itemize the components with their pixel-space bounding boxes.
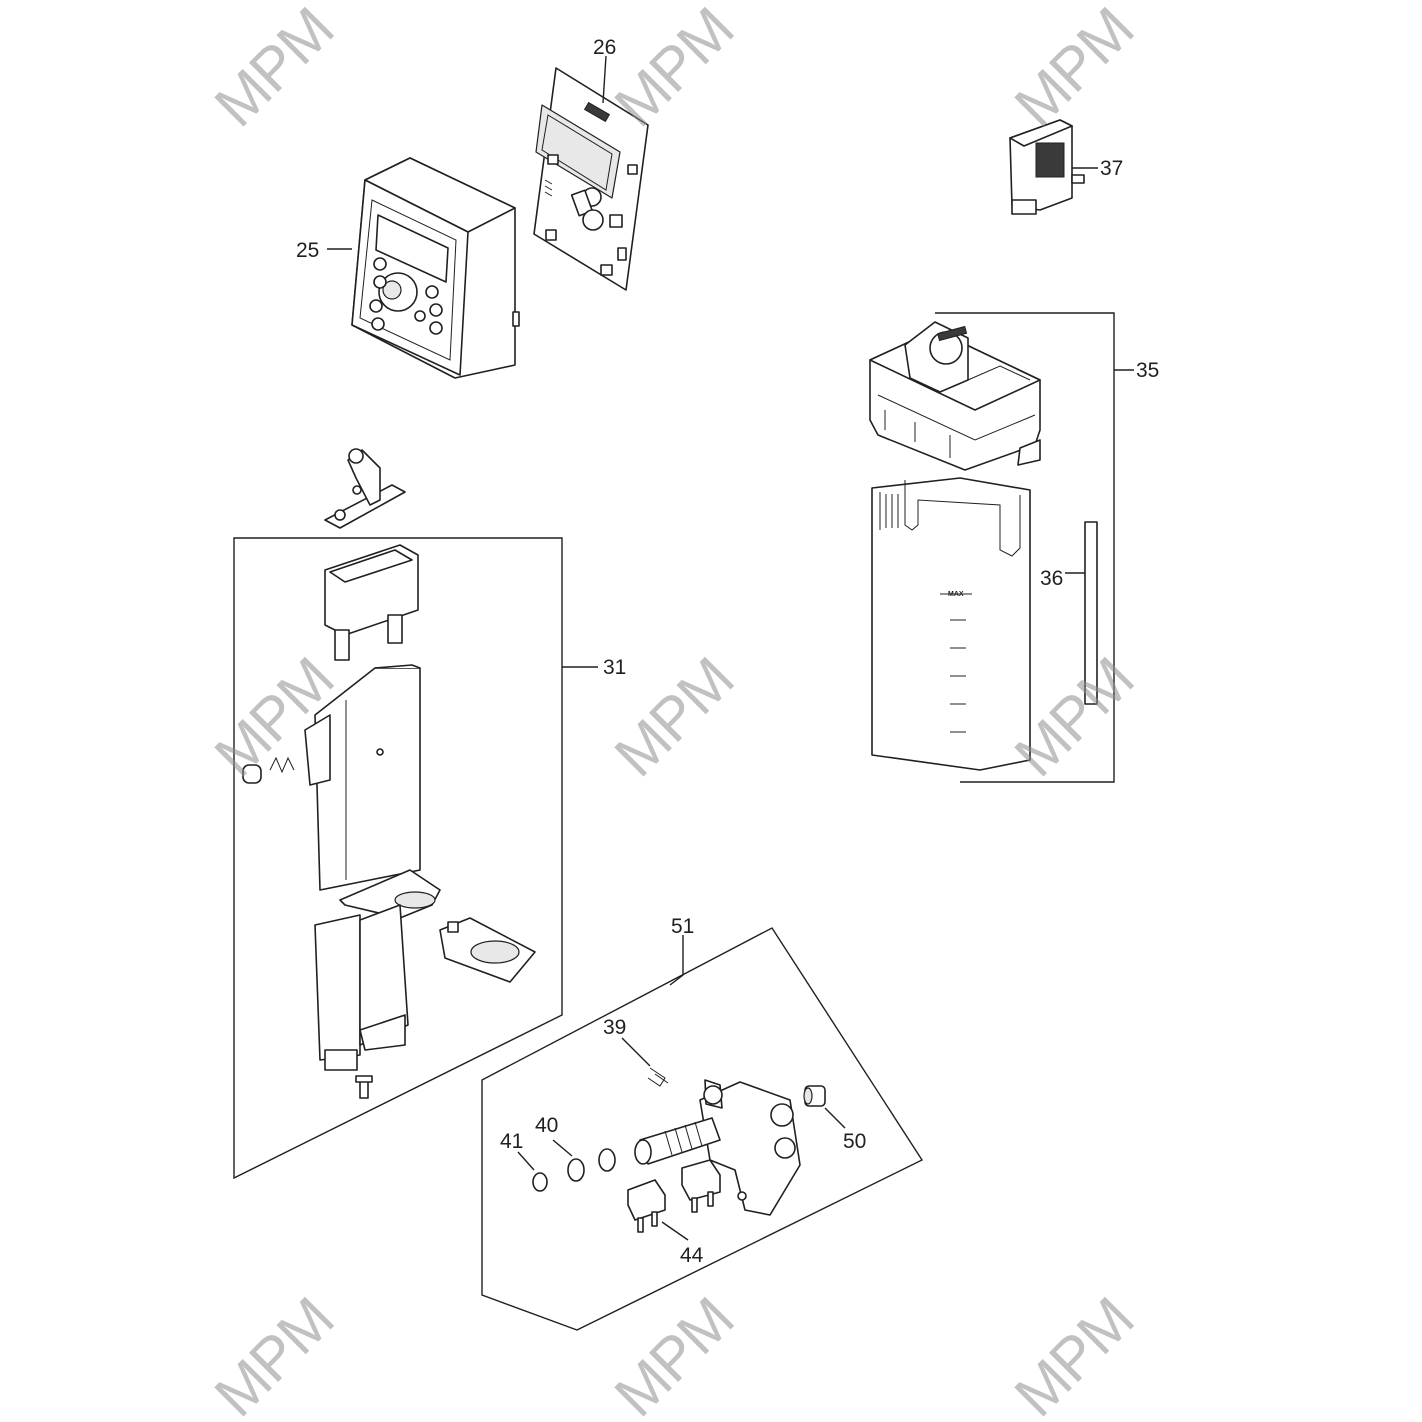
part-26-circuit-board[interactable] (533, 55, 649, 291)
watermark: MPM (602, 1285, 746, 1422)
label-26: 26 (593, 36, 616, 59)
part-44-microswitches[interactable] (627, 1159, 721, 1241)
label-44: 44 (680, 1244, 704, 1267)
label-25: 25 (296, 239, 319, 262)
label-35: 35 (1136, 359, 1159, 382)
label-51: 51 (671, 915, 694, 938)
watermark: MPM (1002, 1285, 1146, 1422)
label-40: 40 (535, 1114, 558, 1137)
label-39: 39 (603, 1016, 626, 1039)
watermark: MPM (1002, 0, 1146, 139)
label-37: 37 (1100, 157, 1123, 180)
max-marking: MAX (948, 591, 964, 598)
part-39-clip[interactable] (621, 1037, 669, 1087)
part-40-o-rings[interactable] (552, 1139, 616, 1182)
part-35-tank-assembly[interactable]: MAX (869, 312, 1134, 783)
watermark: MPM (202, 1285, 346, 1422)
label-50: 50 (843, 1130, 866, 1153)
watermark: MPM (202, 0, 346, 139)
label-36: 36 (1040, 567, 1063, 590)
label-31: 31 (603, 656, 626, 679)
part-36-tube[interactable] (1065, 521, 1098, 705)
part-41-o-ring[interactable] (517, 1151, 548, 1192)
part-50-fitting[interactable] (803, 1085, 846, 1129)
part-37-cover[interactable] (1009, 119, 1098, 215)
part-25-control-panel[interactable] (327, 157, 520, 379)
part-51-valve-assembly[interactable] (481, 927, 924, 1331)
label-41: 41 (500, 1130, 523, 1153)
part-31-dispenser-assembly[interactable] (233, 448, 598, 1180)
